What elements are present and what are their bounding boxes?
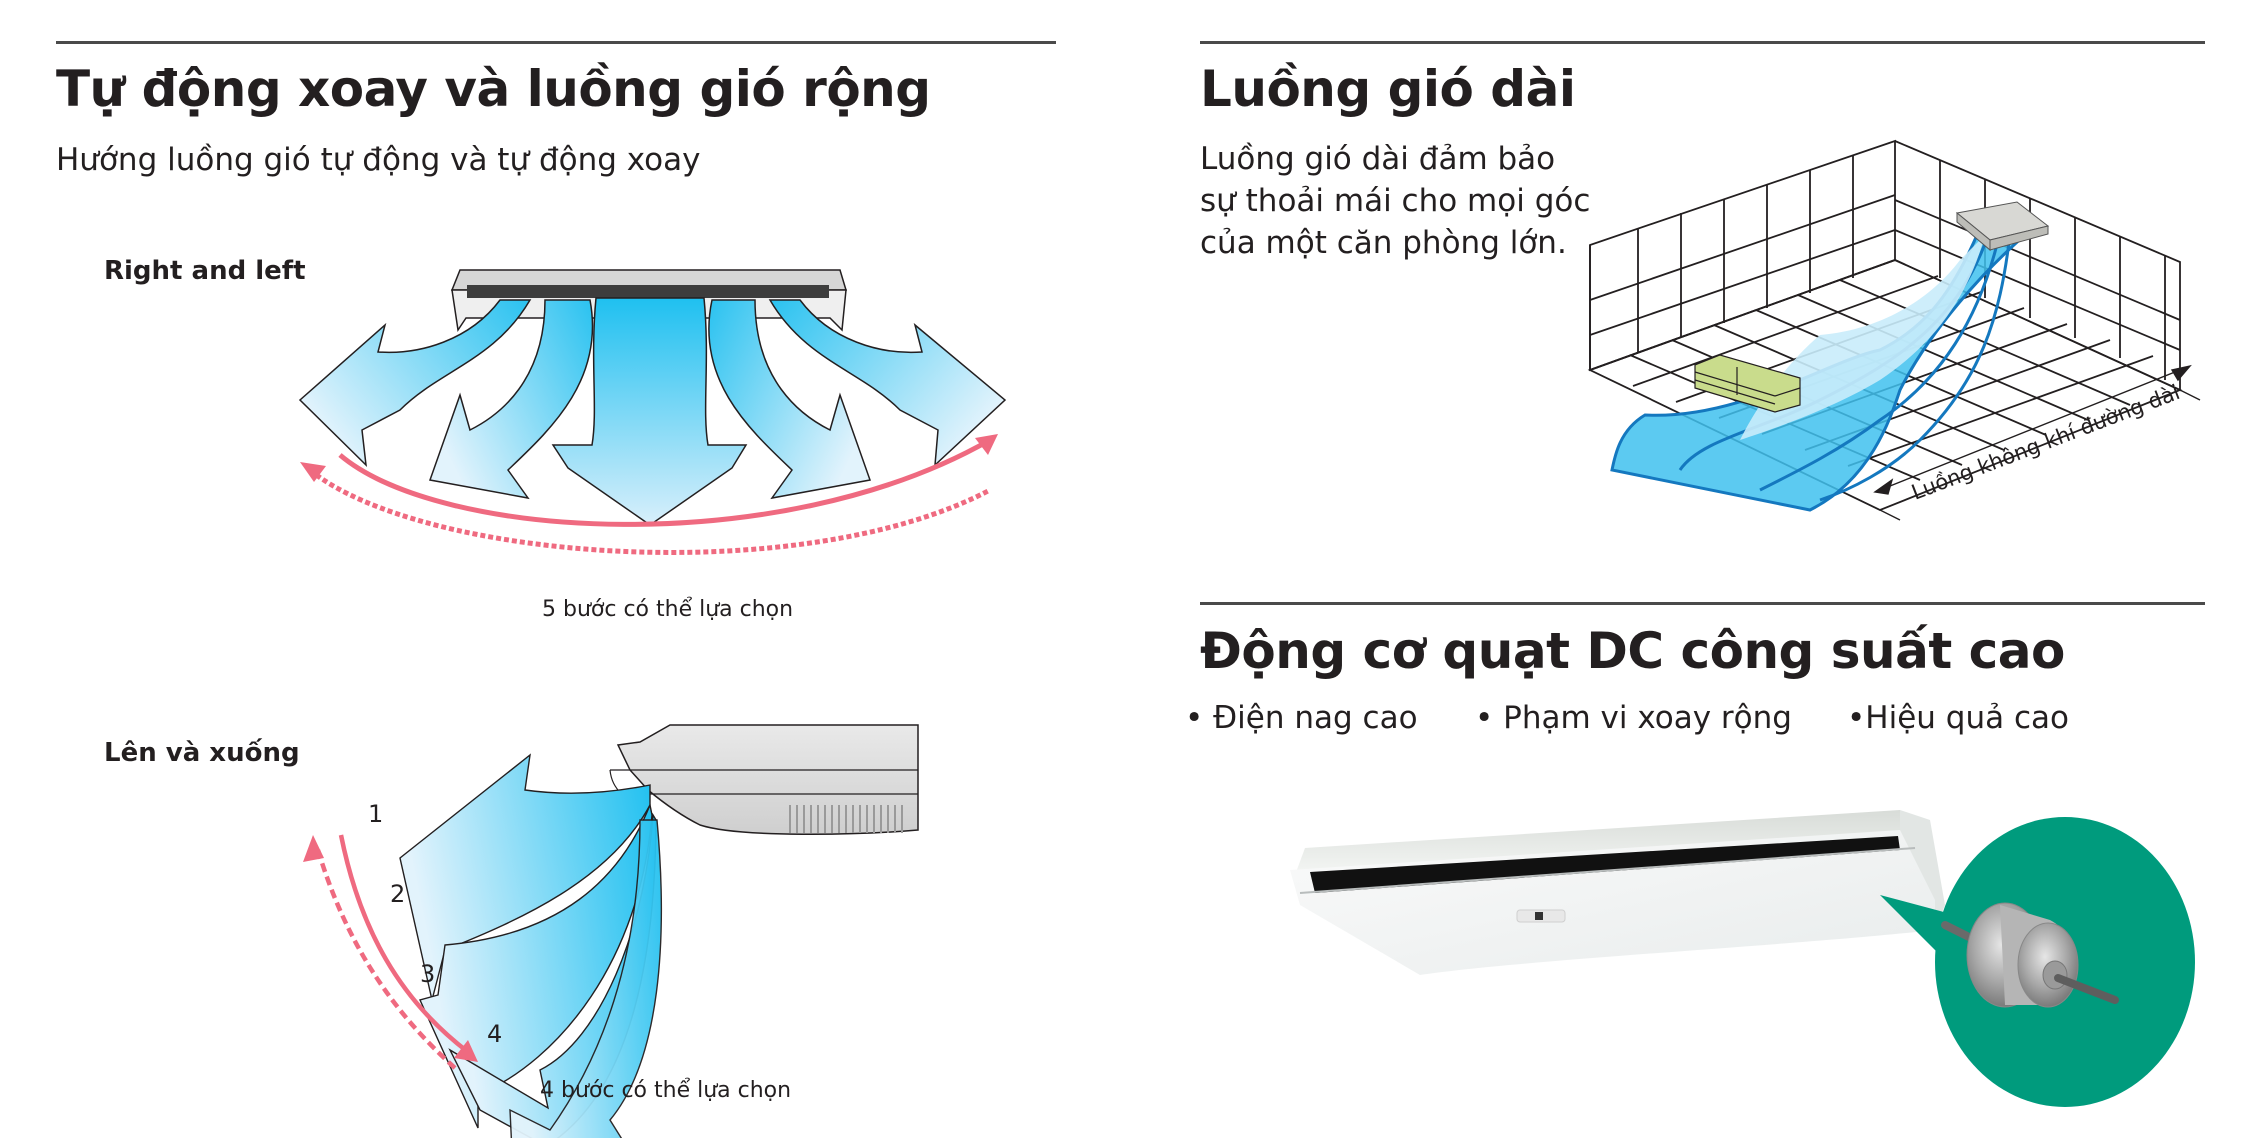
long-airflow-body-line: của một căn phòng lớn. [1200, 225, 1567, 261]
up-down-caption: 4 bước có thể lựa chọn [540, 1078, 792, 1103]
ceiling-unit-photo [1290, 810, 1945, 975]
up-down-label: Lên và xuống [104, 738, 300, 768]
airflow-arrow-center [551, 297, 748, 526]
swing-arrow-dashed-head [300, 462, 326, 482]
left-section-divider [56, 41, 1056, 44]
swing-arrow-dashed [308, 468, 992, 555]
right-left-caption: 5 bước có thể lựa chọn [542, 597, 794, 622]
step-number-4: 4 [487, 1020, 502, 1048]
long-airflow-title: Luồng gió dài [1200, 60, 1576, 118]
airflow-arrow-far-right [768, 299, 1007, 467]
long-airflow-divider [1200, 41, 2205, 44]
left-section-subtitle: Hướng luồng gió tự động và tự động xoay [56, 142, 701, 178]
dc-motor-title: Động cơ quạt DC công suất cao [1200, 622, 2065, 680]
long-airflow-dimension-arrow [1873, 364, 2201, 521]
swing-arrow-up-dashed [315, 849, 457, 1070]
long-airflow-body-line: Luồng gió dài đảm bảo [1200, 141, 1556, 177]
right-left-label: Right and left [104, 256, 306, 286]
long-airflow-body-line: sự thoải mái cho mọi góc [1200, 183, 1591, 219]
swing-arrow-down-solid [338, 834, 470, 1054]
airflow-arrow-right [708, 299, 871, 500]
dc-motor-bullets: • Điện nag cao • Phạm vi xoay rộng •Hiệu… [1185, 700, 2069, 736]
left-section-title: Tự động xoay và luồng gió rộng [56, 60, 931, 118]
airflow-step-4 [509, 819, 662, 1138]
airflow-arrow-left [429, 299, 594, 500]
step-number-3: 3 [420, 960, 435, 988]
airflow-arrow-far-left [298, 299, 532, 468]
step-number-2: 2 [390, 880, 405, 908]
dc-motor-bullet: • Phạm vi xoay rộng [1475, 700, 1792, 736]
swing-arrow-down-head [454, 1040, 478, 1062]
long-airflow-body: Luồng gió dài đảm bảo sự thoải mái cho m… [1200, 138, 1590, 264]
step-number-1: 1 [368, 800, 383, 828]
dc-motor-divider [1200, 602, 2205, 605]
dc-motor-bullet: •Hiệu quả cao [1847, 700, 2069, 736]
swing-arrow-up-head [303, 835, 324, 862]
room-sofa [1694, 354, 1801, 413]
dc-motor-icon [1941, 902, 2119, 1008]
swing-arrow-solid-head [975, 434, 998, 455]
room-ac-unit [1955, 201, 2050, 252]
swing-arrow-solid [338, 437, 992, 527]
dc-motor-bullet: • Điện nag cao [1185, 700, 1418, 736]
